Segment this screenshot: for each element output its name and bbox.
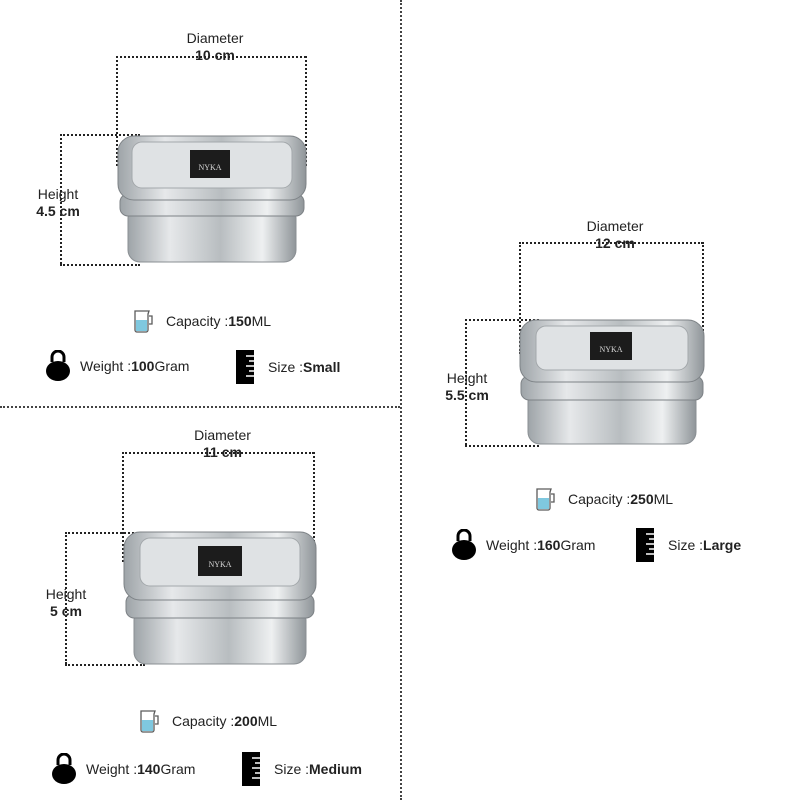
small-height-guide-top bbox=[60, 134, 140, 136]
medium-height-line bbox=[65, 532, 67, 664]
large-height-line bbox=[465, 319, 467, 445]
small-diameter-label: Diameter 10 cm bbox=[186, 30, 244, 63]
large-capacity-stat: Capacity : 250 ML bbox=[532, 486, 673, 512]
medium-logo: NYKA bbox=[208, 560, 231, 569]
ruler-icon bbox=[236, 350, 254, 384]
small-weight-stat: Weight : 100 Gram bbox=[44, 350, 189, 382]
large-logo: NYKA bbox=[599, 345, 622, 354]
medium-height-guide-bottom bbox=[65, 664, 145, 666]
medium-height-guide-top bbox=[65, 532, 145, 534]
measuring-jug-icon bbox=[532, 486, 558, 512]
small-capacity-stat: Capacity : 150 ML bbox=[130, 308, 271, 334]
small-height-guide-bottom bbox=[60, 264, 140, 266]
small-height-line bbox=[60, 134, 62, 264]
small-diameter-guide-left bbox=[116, 56, 118, 166]
large-weight-stat: Weight : 160 Gram bbox=[450, 529, 595, 561]
large-height-guide-bottom bbox=[465, 445, 539, 447]
small-diameter-guide-right bbox=[305, 56, 307, 166]
small-logo: NYKA bbox=[198, 163, 221, 172]
medium-weight-stat: Weight : 140 Gram bbox=[50, 753, 195, 785]
large-size-stat: Size : Large bbox=[636, 528, 741, 562]
small-diameter-line bbox=[116, 56, 306, 58]
large-height-label: Height 5.5 cm bbox=[445, 370, 489, 403]
horizontal-divider bbox=[0, 406, 400, 408]
medium-capacity-stat: Capacity : 200 ML bbox=[136, 708, 277, 734]
ruler-icon bbox=[242, 752, 260, 786]
medium-container-image: NYKA bbox=[120, 528, 320, 668]
medium-size-stat: Size : Medium bbox=[242, 752, 362, 786]
medium-diameter-label: Diameter 11 cm bbox=[194, 427, 251, 460]
medium-diameter-line bbox=[122, 452, 314, 454]
vertical-divider bbox=[400, 0, 402, 800]
large-height-guide-top bbox=[465, 319, 539, 321]
large-diameter-guide-right bbox=[702, 242, 704, 354]
small-size-stat: Size : Small bbox=[236, 350, 340, 384]
measuring-jug-icon bbox=[136, 708, 162, 734]
medium-diameter-guide-right bbox=[313, 452, 315, 562]
small-height-label: Height 4.5 cm bbox=[36, 186, 80, 219]
kettlebell-icon bbox=[44, 350, 72, 382]
medium-diameter-guide-left bbox=[122, 452, 124, 562]
small-container-image: NYKA bbox=[114, 130, 310, 266]
measuring-jug-icon bbox=[130, 308, 156, 334]
large-diameter-guide-left bbox=[519, 242, 521, 354]
large-container-image: NYKA bbox=[516, 316, 708, 448]
large-diameter-line bbox=[519, 242, 703, 244]
kettlebell-icon bbox=[450, 529, 478, 561]
large-diameter-label: Diameter 12 cm bbox=[586, 218, 644, 251]
kettlebell-icon bbox=[50, 753, 78, 785]
ruler-icon bbox=[636, 528, 654, 562]
